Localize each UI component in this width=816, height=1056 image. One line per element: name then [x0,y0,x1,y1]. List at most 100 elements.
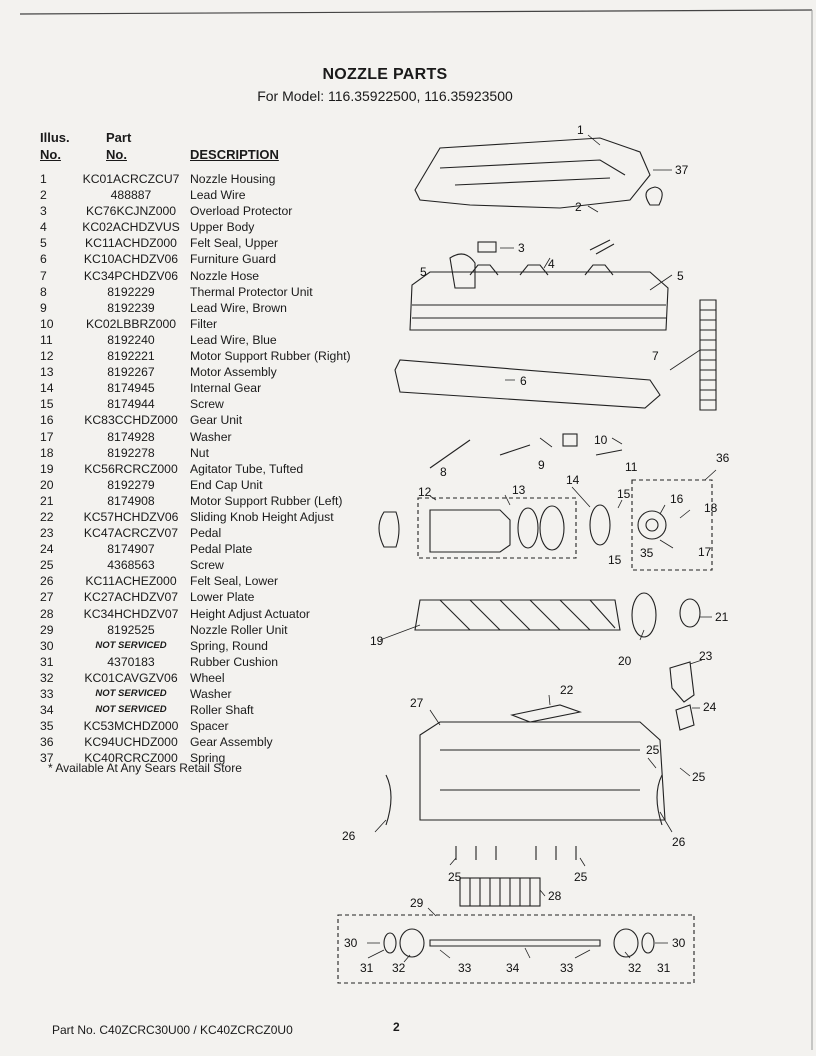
part-description: Filter [190,316,218,331]
callout-25-a: 25 [646,743,660,757]
part-description: Felt Seal, Upper [190,236,279,251]
callout-15-bottom: 15 [608,553,622,567]
callout-3: 3 [518,241,525,255]
header-illus-line2: No. [40,147,61,162]
callout-13: 13 [512,483,526,497]
part-number: 8192240 [107,332,155,347]
part-number: KC11ACHEZ000 [85,574,177,589]
internal-gear-drawing [589,504,611,546]
illus-number: 29 [40,622,54,637]
illus-number: 33 [40,687,54,701]
callout-37: 37 [675,163,689,177]
part-description: Spring, Round [190,638,268,653]
callout-15-top: 15 [617,487,631,501]
part-description: Nozzle Hose [190,268,260,283]
callout-33-right: 33 [560,961,574,975]
header-illus-line1: Illus. [40,130,70,145]
callout-23: 23 [699,649,713,663]
part-number: 8192229 [107,284,155,299]
illus-number: 28 [40,606,54,621]
illus-number: 30 [40,638,54,653]
illus-number: 4 [40,220,47,235]
gear-assembly-drawing [637,510,667,540]
callout-32-left: 32 [392,961,406,975]
page-number: 2 [393,1020,400,1034]
part-description: End Cap Unit [190,477,263,492]
overload-protector-drawing [477,241,497,253]
illus-number: 37 [40,751,54,766]
part-description: Pedal [190,526,222,541]
callout-35: 35 [640,546,654,560]
part-number: 8192279 [107,477,155,492]
spring-drawing [645,186,663,206]
motor-assembly-drawing [429,509,511,553]
part-number: 4370183 [107,654,155,669]
header-part-line1: Part [106,130,132,145]
part-description: Nozzle Roller Unit [190,622,288,637]
thermal-protector-drawing [429,439,471,469]
part-description: Screw [190,558,224,573]
lead-wire-drawing [589,239,615,255]
callout-1: 1 [577,123,584,137]
illus-number: 27 [40,590,54,605]
illus-number: 13 [40,365,54,380]
illus-number: 8 [40,284,47,299]
callout-29: 29 [410,896,424,910]
part-number: KC02ACHDZVUS [82,220,180,235]
part-number: 8174908 [107,493,155,508]
motor-support-rubber-right-drawing [378,511,400,548]
part-description: Roller Shaft [190,703,254,718]
illus-number: 11 [40,332,53,347]
part-description: Internal Gear [190,381,262,396]
roller-shaft-drawing [429,939,601,947]
part-number: KC94UCHDZ000 [84,735,178,750]
filter-drawing [562,433,578,447]
part-description: Washer [190,429,232,444]
callout-30-right: 30 [672,936,686,950]
callout-36: 36 [716,451,730,465]
illus-number: 24 [40,542,54,557]
part-number: KC27ACHDZV07 [83,590,179,605]
part-number: KC10ACHDZV06 [83,252,179,267]
illus-number: 17 [40,429,54,444]
motor-support-rubber-left-drawing [679,598,701,628]
part-description: Gear Unit [190,413,243,428]
callout-4: 4 [548,257,555,271]
illus-number: 3 [40,204,47,219]
illus-number: 35 [40,719,54,734]
illus-number: 7 [40,268,47,283]
part-number: 488887 [110,188,152,203]
callout-31-right: 31 [657,961,671,975]
part-number: KC34HCHDZV07 [83,606,179,621]
part-description: Height Adjust Actuator [190,606,310,621]
part-number: KC01ACRCZCU7 [82,172,180,186]
part-description: Sliding Knob Height Adjust [190,509,334,524]
callout-31-left: 31 [360,961,374,975]
callout-20: 20 [618,654,632,668]
part-description: Spring [190,751,226,766]
header-description: DESCRIPTION [190,147,279,162]
